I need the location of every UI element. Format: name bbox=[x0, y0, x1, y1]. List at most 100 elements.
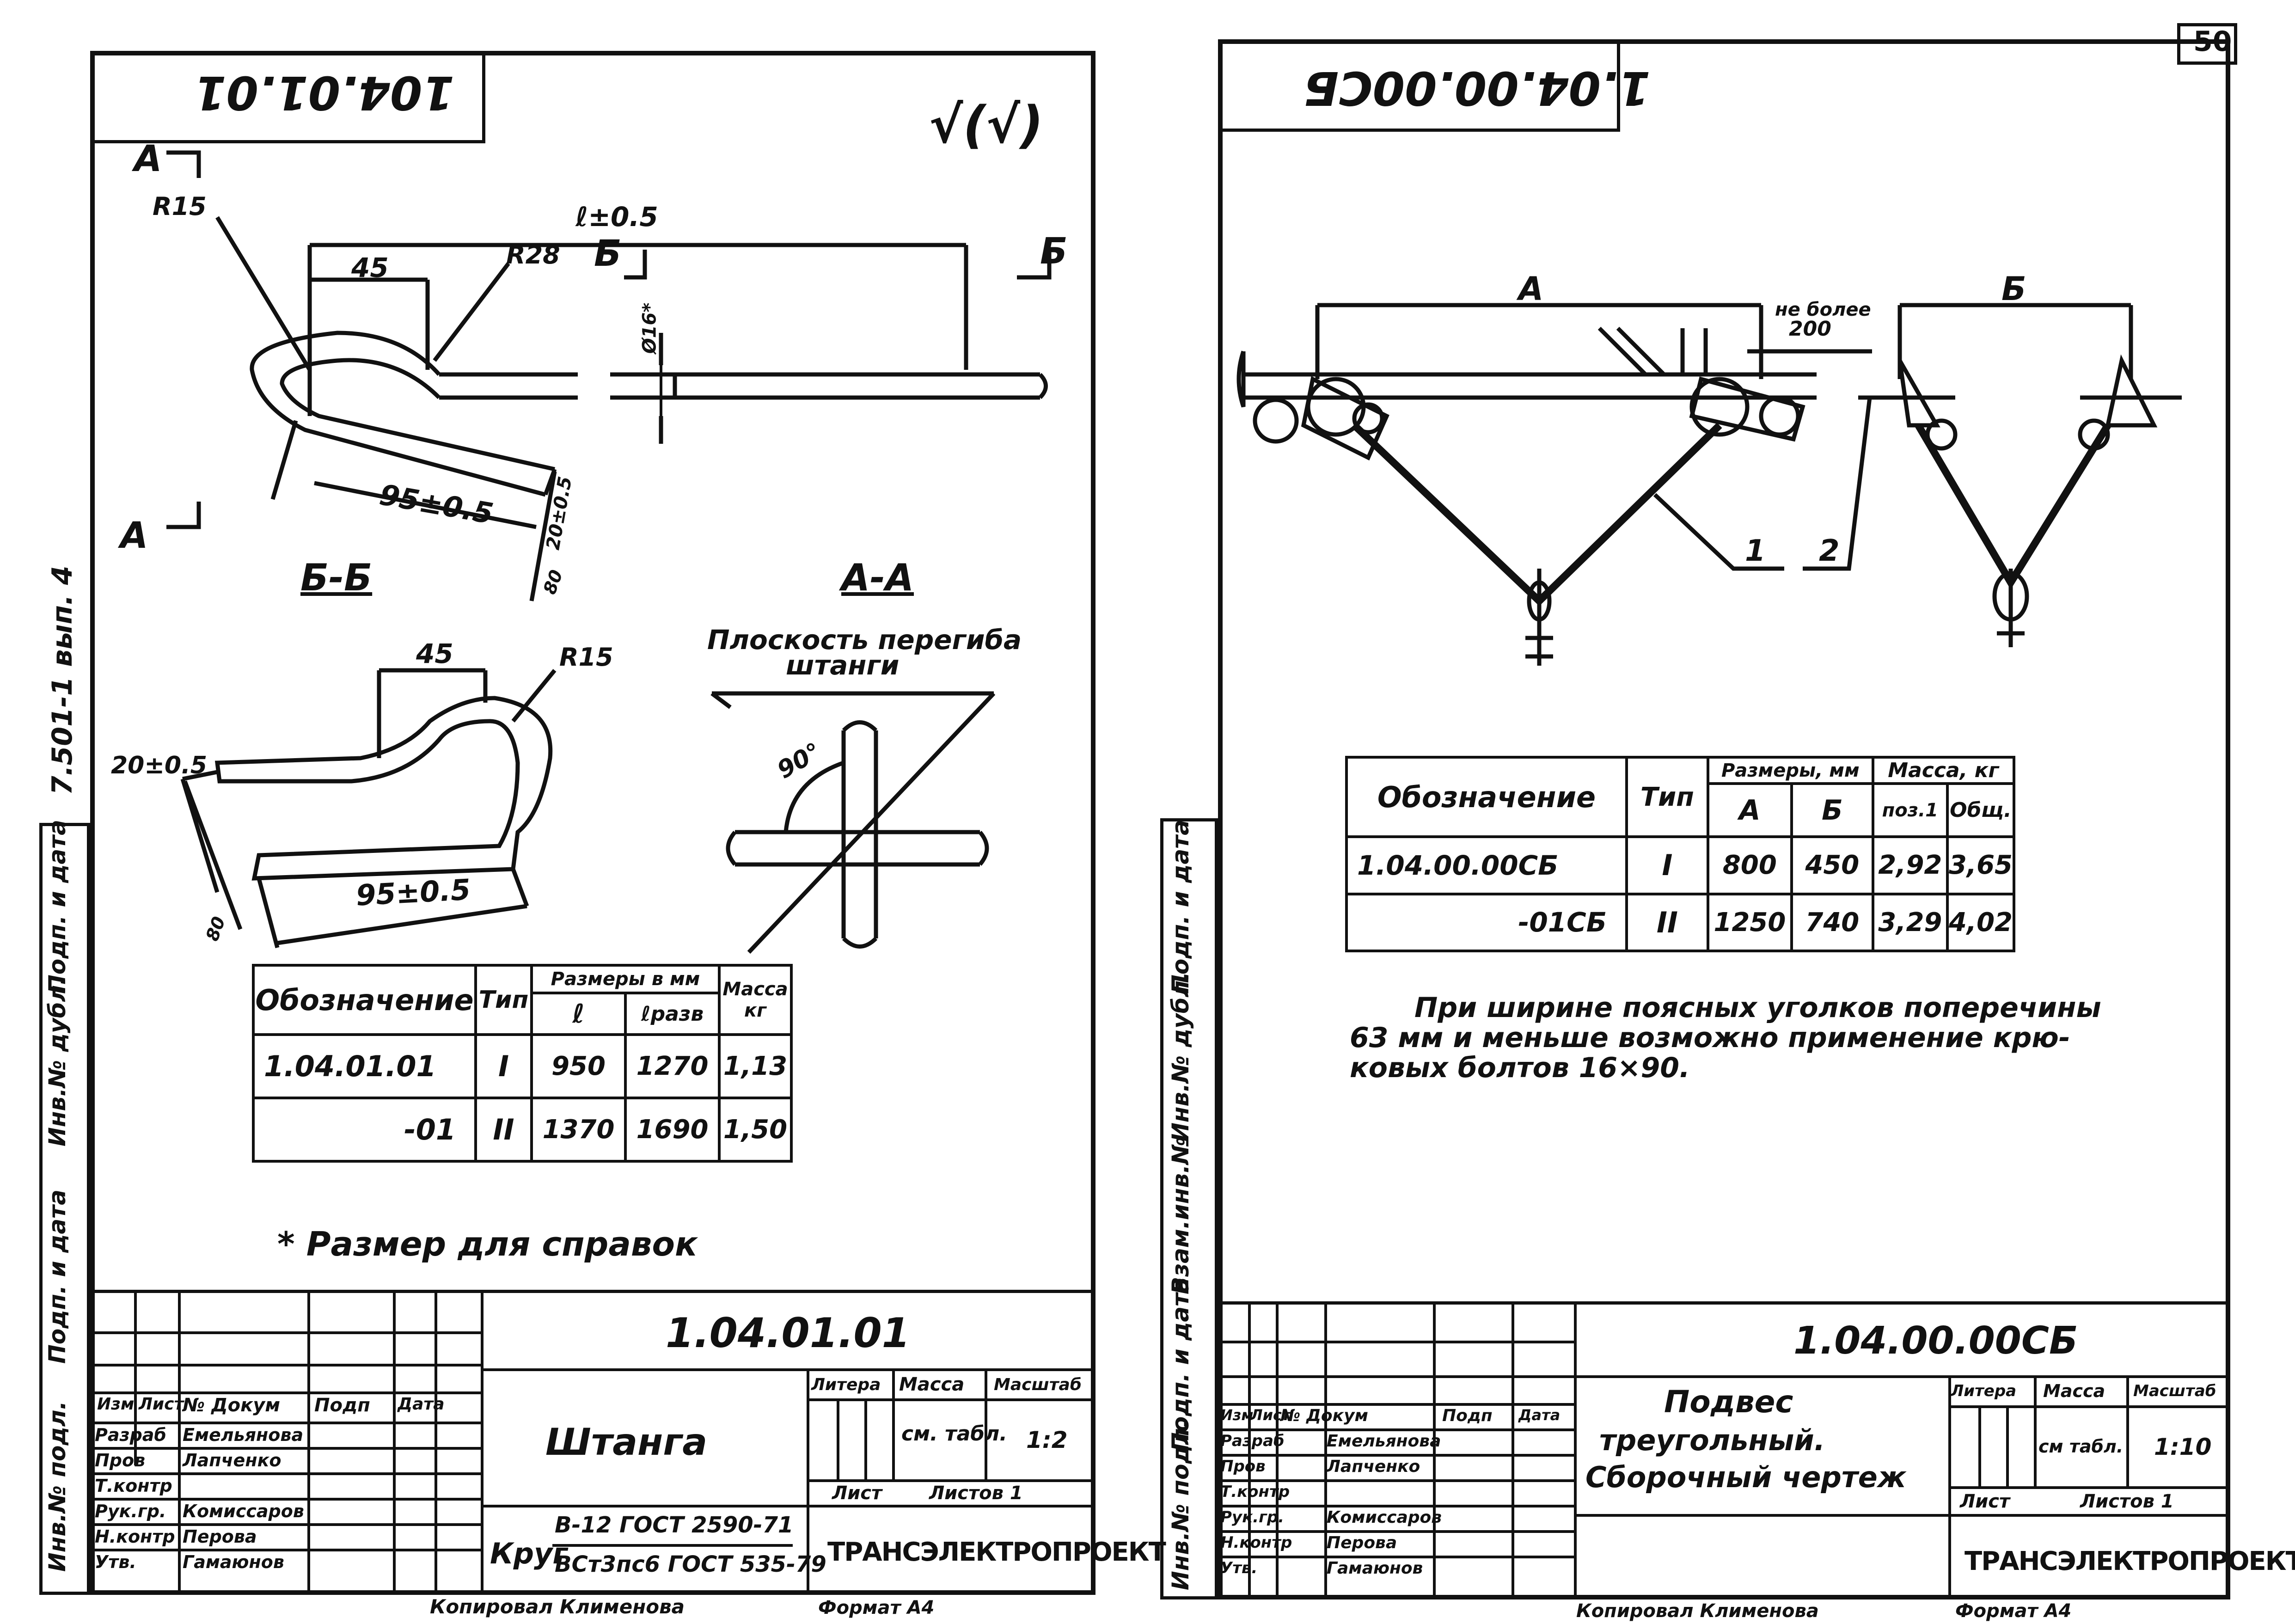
left-org-name: ТРАНСЭЛЕКТРОПРОЕКТ bbox=[827, 1537, 1166, 1567]
right-code-stamp-box bbox=[1218, 39, 1620, 132]
th-total: Общ. bbox=[1946, 782, 2016, 838]
th-sizes: Размеры в мм bbox=[530, 964, 721, 994]
section-aa-title: А-А bbox=[841, 556, 914, 599]
stamp-role-6: Утв. bbox=[95, 1552, 136, 1572]
position-1-label: 1 bbox=[1745, 534, 1766, 568]
r-stamp-name-6: Гамаюнов bbox=[1327, 1559, 1423, 1578]
th-mass: Масса кг bbox=[718, 964, 793, 1036]
material-prefix: Круг bbox=[490, 1537, 568, 1570]
stamp-role-1: Разраб bbox=[95, 1425, 166, 1445]
dim-b-label: Б bbox=[2001, 270, 2026, 308]
section-b-right-label: Б bbox=[1040, 231, 1068, 272]
radius-r15-label: R15 bbox=[153, 192, 207, 221]
right-format: Формат А4 bbox=[1955, 1600, 2072, 1622]
right-h-litera: Литера bbox=[1951, 1382, 2017, 1400]
r-stamp-role-2: Пров bbox=[1220, 1457, 1266, 1476]
sheet-number: 50 bbox=[2193, 25, 2232, 58]
stamp-h-doc: № Докум bbox=[183, 1395, 281, 1416]
right-doc-name-2: треугольный. bbox=[1599, 1423, 1825, 1457]
left-h-masshtab: Масштаб bbox=[994, 1375, 1082, 1394]
right-doc-code: 1.04.00.00СБ bbox=[1793, 1319, 2078, 1363]
stamp-role-4: Рук.гр. bbox=[95, 1501, 166, 1521]
bend-plane-note-2: штанги bbox=[786, 650, 900, 681]
r-stamp-h-date: Дата bbox=[1518, 1406, 1561, 1424]
stamp-h-list: Лист bbox=[139, 1395, 184, 1414]
max-200-label-2: 200 bbox=[1789, 317, 1831, 341]
r-stamp-role-1: Разраб bbox=[1220, 1432, 1285, 1450]
left-list-label: Лист bbox=[832, 1483, 882, 1504]
right-title-block bbox=[1218, 1301, 2230, 1599]
section-b-label: Б bbox=[594, 233, 622, 275]
right-massa-val: см табл. bbox=[2038, 1436, 2124, 1457]
right-doc-name-1: Подвес bbox=[1664, 1384, 1793, 1420]
left-masshtab-val: 1:2 bbox=[1026, 1427, 1068, 1453]
dim-45-label: 45 bbox=[351, 252, 389, 283]
stamp-name-5: Перова bbox=[183, 1526, 257, 1547]
r-stamp-name-5: Перова bbox=[1327, 1533, 1397, 1552]
reference-note: * Размер для справок bbox=[277, 1225, 698, 1263]
right-note-line-1: При ширине поясных уголков поперечины bbox=[1414, 992, 2101, 1024]
right-h-massa: Масса bbox=[2043, 1381, 2105, 1401]
right-note-line-2: 63 мм и меньше возможно применение крю- bbox=[1350, 1022, 2070, 1054]
th-type: Тип bbox=[1625, 756, 1709, 838]
position-2-label: 2 bbox=[1819, 534, 1840, 568]
th-mass: Масса, кг bbox=[1871, 756, 2016, 785]
r-stamp-name-4: Комиссаров bbox=[1327, 1508, 1442, 1527]
radius-r15-b-label: R15 bbox=[559, 643, 613, 672]
stamp-role-3: Т.контр bbox=[95, 1476, 172, 1496]
max-200-label-1: не более bbox=[1775, 299, 1871, 320]
right-doc-name-3: Сборочный чертеж bbox=[1585, 1460, 1906, 1494]
th-pos1: поз.1 bbox=[1871, 782, 1949, 838]
left-spec-table: Обозначение Тип Размеры в мм Масса кг ℓ … bbox=[252, 964, 793, 1163]
sheet-number-box bbox=[2177, 23, 2237, 65]
right-listov-label: Листов 1 bbox=[2080, 1491, 2174, 1512]
r-stamp-role-5: Н.контр bbox=[1220, 1533, 1292, 1552]
table-row: 1.04.00.00СБ I 800 450 2,92 3,65 bbox=[1345, 835, 2016, 895]
stamp-name-2: Лапченко bbox=[183, 1450, 282, 1471]
left-margin-strip bbox=[39, 823, 90, 1595]
th-designation: Обозначение bbox=[1345, 756, 1628, 838]
table-row: -01СБ II 1250 740 3,29 4,02 bbox=[1345, 892, 2016, 952]
table-row: -01 II 1370 1690 1,50 bbox=[252, 1097, 793, 1163]
r-stamp-role-4: Рук.гр. bbox=[1220, 1508, 1285, 1526]
right-h-masshtab: Масштаб bbox=[2133, 1382, 2216, 1400]
left-doc-code: 1.04.01.01 bbox=[666, 1309, 910, 1357]
section-bb-title: Б-Б bbox=[300, 556, 373, 599]
right-spec-table: Обозначение Тип Размеры, мм Масса, кг А … bbox=[1345, 756, 2016, 952]
material-line-1: В-12 ГОСТ 2590-71 bbox=[555, 1512, 794, 1538]
section-a-bottom-label: А bbox=[120, 515, 148, 557]
stamp-h-izm: Изм bbox=[97, 1395, 135, 1414]
r-stamp-h-sign: Подп bbox=[1442, 1406, 1493, 1425]
r-stamp-name-2: Лапченко bbox=[1327, 1457, 1420, 1476]
right-margin-strip bbox=[1160, 818, 1218, 1599]
right-copied-by: Копировал Клименова bbox=[1576, 1600, 1819, 1622]
th-lrazv: ℓразв bbox=[624, 992, 721, 1036]
right-note-line-3: ковых болтов 16×90. bbox=[1350, 1052, 1690, 1084]
left-format: Формат А4 bbox=[818, 1597, 935, 1618]
r-stamp-role-6: Утв. bbox=[1220, 1559, 1258, 1577]
dim-20-b-label: 20±0.5 bbox=[111, 752, 208, 779]
th-b: Б bbox=[1790, 782, 1874, 838]
left-h-litera: Литера bbox=[811, 1375, 881, 1394]
left-listov-label: Листов 1 bbox=[929, 1483, 1023, 1504]
left-doc-name: Штанга bbox=[545, 1421, 708, 1464]
left-h-massa: Масса bbox=[899, 1374, 965, 1395]
stamp-name-1: Емельянова bbox=[183, 1425, 304, 1445]
stamp-role-5: Н.контр bbox=[95, 1526, 175, 1547]
left-massa-val: см. табл. bbox=[901, 1422, 1007, 1446]
r-stamp-h-izm: Изм bbox=[1220, 1406, 1254, 1424]
r-stamp-name-1: Емельянова bbox=[1327, 1432, 1441, 1451]
left-title-block bbox=[90, 1290, 1095, 1595]
dim-a-label: А bbox=[1518, 270, 1544, 308]
stamp-h-date: Дата bbox=[398, 1395, 445, 1414]
stamp-name-6: Гамаюнов bbox=[183, 1552, 284, 1572]
length-l-label: ℓ±0.5 bbox=[575, 201, 658, 233]
section-a-top-label: А bbox=[134, 138, 162, 180]
material-line-2: ВСт3пс6 ГОСТ 535-79 bbox=[555, 1551, 826, 1577]
left-copied-by: Копировал Клименова bbox=[430, 1595, 685, 1618]
roughness-symbol: √(√) bbox=[929, 95, 1044, 154]
right-list-label: Лист bbox=[1960, 1491, 2010, 1512]
r-stamp-h-doc: № Докум bbox=[1280, 1406, 1368, 1425]
